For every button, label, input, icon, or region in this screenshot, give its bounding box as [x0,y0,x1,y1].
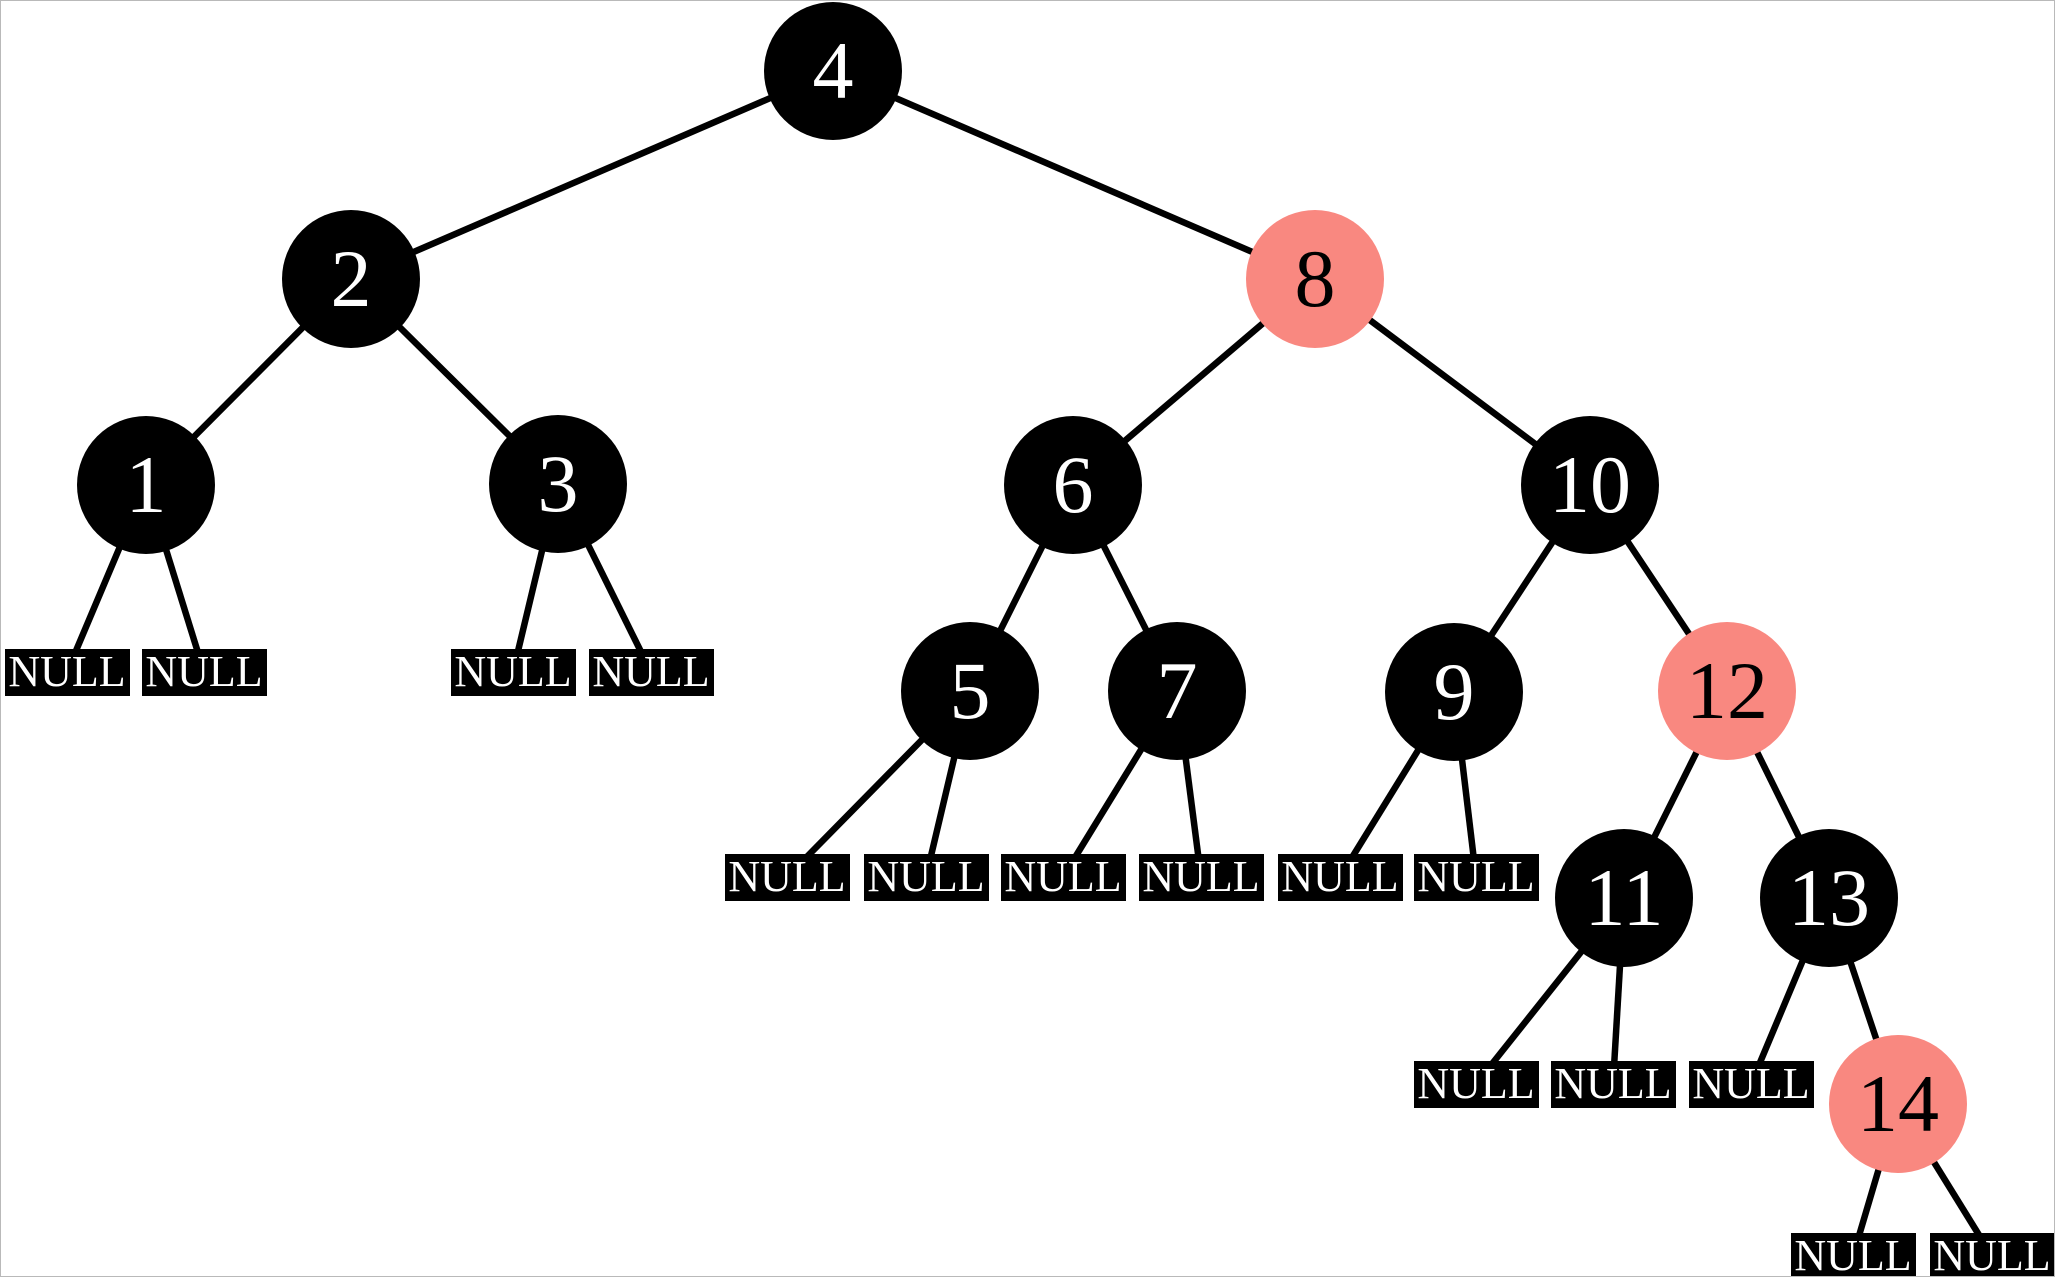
null-leaf-10: NULL [1413,1060,1539,1108]
tree-node-1: 1 [77,416,215,554]
tree-node-14: 14 [1829,1035,1967,1173]
null-leaf-11: NULL [1550,1060,1676,1108]
null-leaf-5: NULL [863,853,989,901]
null-leaf-4: NULL [724,853,850,901]
null-leaf-0: NULL [4,648,130,696]
null-leaf-12: NULL [1688,1060,1814,1108]
tree-node-5: 5 [901,622,1039,760]
tree-node-6: 6 [1004,416,1142,554]
tree-edge-4-2 [349,68,835,282]
tree-node-7: 7 [1108,622,1246,760]
tree-node-12: 12 [1658,622,1796,760]
tree-node-8: 8 [1246,210,1384,348]
null-leaf-13: NULL [1790,1232,1916,1276]
tree-node-4: 4 [764,2,902,140]
null-leaf-3: NULL [588,648,714,696]
tree-node-9: 9 [1385,623,1523,761]
null-leaf-14: NULL [1929,1232,2054,1276]
null-leaf-6: NULL [1000,853,1126,901]
null-leaf-1: NULL [141,648,267,696]
null-leaf-9: NULL [1413,853,1539,901]
tree-node-13: 13 [1760,829,1898,967]
null-leaf-2: NULL [450,648,576,696]
tree-node-10: 10 [1521,416,1659,554]
null-leaf-7: NULL [1138,853,1264,901]
null-leaf-8: NULL [1277,853,1403,901]
tree-node-2: 2 [282,210,420,348]
tree-edge-4-8 [831,68,1317,282]
tree-node-3: 3 [489,415,627,553]
tree-node-11: 11 [1555,829,1693,967]
